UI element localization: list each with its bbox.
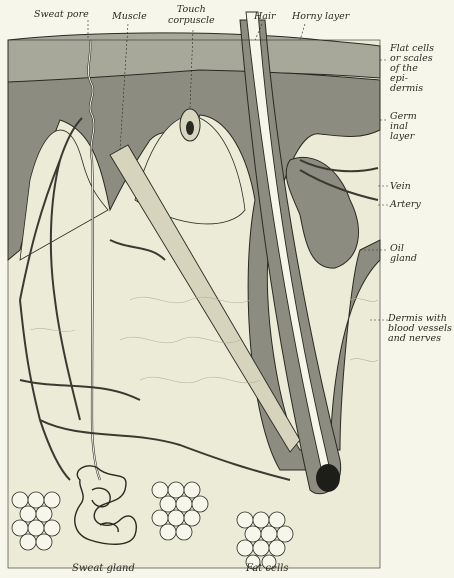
label-muscle: Muscle: [112, 12, 147, 22]
hair-bulb: [316, 464, 340, 492]
label-sweat-pore: Sweat pore: [34, 10, 89, 20]
label-horny-layer: Horny layer: [292, 12, 349, 22]
label-artery: Artery: [390, 200, 421, 210]
label-germinal-layer: Germ inal layer: [390, 112, 417, 142]
label-flat-cells: Flat cells or scales of the epi- dermis: [390, 44, 434, 94]
label-dermis: Dermis with blood vessels and nerves: [388, 314, 452, 344]
label-touch-corpuscle: Touch corpuscle: [168, 4, 215, 26]
label-hair: Hair: [254, 12, 276, 22]
label-oil-gland: Oil gland: [390, 244, 417, 264]
label-vein: Vein: [390, 182, 411, 192]
touch-corpuscle-core: [186, 121, 194, 135]
label-sweat-gland: Sweat gland: [72, 564, 135, 574]
label-fat-cells: Fat cells: [246, 564, 288, 574]
